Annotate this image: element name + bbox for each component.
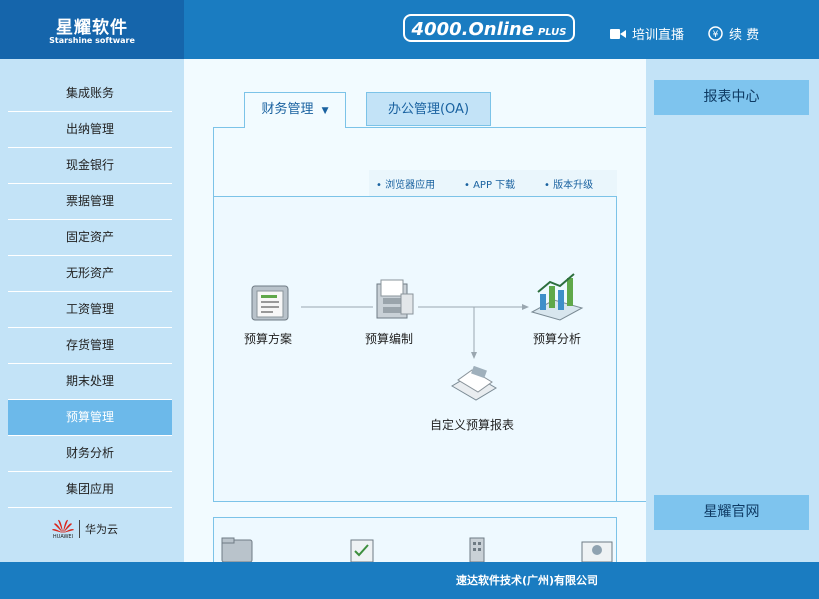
flow-connectors bbox=[301, 304, 529, 359]
divider bbox=[79, 520, 80, 538]
custom-report-label[interactable]: 自定义预算报表 bbox=[429, 418, 514, 432]
chevron-down-icon: ▼ bbox=[321, 106, 329, 116]
sidebar-item-group-apps[interactable]: 集团应用 bbox=[8, 472, 172, 508]
brand-subtitle: Starshine software bbox=[49, 36, 135, 45]
budget-plan-node[interactable] bbox=[248, 282, 292, 328]
sidebar-item-period-end[interactable]: 期末处理 bbox=[8, 364, 172, 400]
training-live-label: 培训直播 bbox=[632, 28, 685, 43]
budget-analysis-label[interactable]: 预算分析 bbox=[532, 332, 581, 346]
yuan-icon: ¥ bbox=[708, 26, 723, 41]
secondary-panel bbox=[213, 517, 617, 562]
sidebar-item-integrated-accounting[interactable]: 集成账务 bbox=[8, 76, 172, 112]
report-center-button[interactable]: 报表中心 bbox=[654, 80, 809, 115]
tab-finance-management[interactable]: 财务管理 ▼ bbox=[244, 92, 346, 128]
huawei-flower-icon bbox=[52, 519, 74, 533]
tab-finance-label: 财务管理 bbox=[261, 102, 314, 117]
huawei-logo: HUAWEI bbox=[52, 518, 74, 540]
checklist-icon[interactable] bbox=[348, 538, 376, 562]
product-plus: PLUS bbox=[537, 27, 567, 38]
sidebar-item-budget[interactable]: 预算管理 bbox=[8, 400, 172, 436]
budget-plan-icon bbox=[251, 285, 289, 321]
sidebar-item-cashier[interactable]: 出纳管理 bbox=[8, 112, 172, 148]
sidebar-item-cash-bank[interactable]: 现金银行 bbox=[8, 148, 172, 184]
budget-plan-label[interactable]: 预算方案 bbox=[243, 332, 292, 346]
brand-logo bbox=[0, 0, 184, 59]
product-name: 4000.Online bbox=[411, 19, 534, 40]
user-card-icon[interactable] bbox=[580, 538, 614, 562]
brand-name: 星耀软件 bbox=[56, 18, 128, 38]
company-name: 速达软件技术(广州)有限公司 bbox=[456, 574, 599, 587]
huawei-cloud-link[interactable]: HUAWEI 华为云 bbox=[52, 518, 118, 540]
sidebar-item-bills[interactable]: 票据管理 bbox=[8, 184, 172, 220]
tab-office-management[interactable]: 办公管理(OA) bbox=[366, 92, 491, 126]
huawei-cloud-label: 华为云 bbox=[85, 523, 118, 536]
video-camera-icon bbox=[610, 28, 626, 39]
sidebar bbox=[0, 59, 184, 562]
budget-flow-panel bbox=[213, 196, 617, 502]
svg-text:¥: ¥ bbox=[713, 30, 719, 40]
building-icon[interactable] bbox=[464, 536, 490, 562]
huawei-brand-text: HUAWEI bbox=[52, 534, 74, 540]
sidebar-item-financial-analysis[interactable]: 财务分析 bbox=[8, 436, 172, 472]
renew-link[interactable]: ¥ 续 费 bbox=[708, 24, 759, 43]
renew-label: 续 费 bbox=[729, 28, 760, 43]
training-live-link[interactable]: 培训直播 bbox=[610, 24, 684, 43]
app-download-link[interactable]: • APP 下载 bbox=[464, 180, 516, 191]
official-site-button[interactable]: 星耀官网 bbox=[654, 495, 809, 530]
sidebar-item-fixed-assets[interactable]: 固定资产 bbox=[8, 220, 172, 256]
sidebar-item-payroll[interactable]: 工资管理 bbox=[8, 292, 172, 328]
budget-compile-label[interactable]: 预算编制 bbox=[364, 332, 413, 346]
footer bbox=[0, 562, 819, 599]
budget-compile-icon bbox=[376, 279, 414, 319]
budget-analysis-node[interactable] bbox=[530, 272, 584, 326]
folder-icon[interactable] bbox=[220, 536, 256, 562]
sidebar-item-inventory[interactable]: 存货管理 bbox=[8, 328, 172, 364]
sidebar-item-intangible-assets[interactable]: 无形资产 bbox=[8, 256, 172, 292]
budget-compile-node[interactable] bbox=[371, 276, 417, 326]
version-upgrade-link[interactable]: • 版本升级 bbox=[544, 180, 594, 191]
quick-links-bar bbox=[369, 170, 617, 196]
right-panel bbox=[646, 59, 819, 562]
bar-chart-icon bbox=[530, 273, 584, 321]
report-icon bbox=[451, 365, 497, 401]
browser-app-link[interactable]: • 浏览器应用 bbox=[376, 180, 436, 191]
custom-report-node[interactable] bbox=[450, 365, 498, 406]
